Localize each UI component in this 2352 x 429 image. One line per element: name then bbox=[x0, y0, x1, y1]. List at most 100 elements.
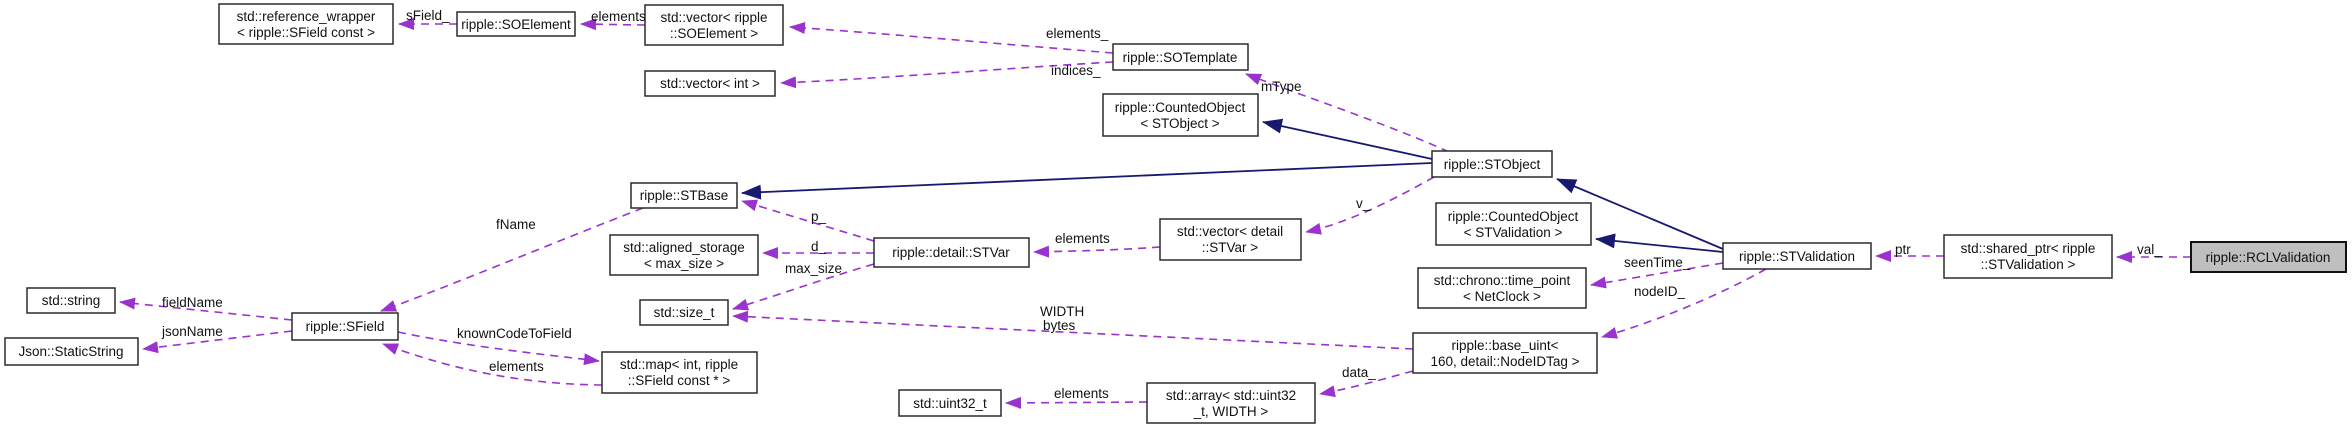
svg-text:ripple::CountedObject[interactable]: ripple::CountedObject bbox=[1115, 100, 1246, 115]
nodes: std::reference_wrapper < ripple::SField … bbox=[4, 3, 2347, 424]
node-counted-object-stvalidation[interactable]: ripple::CountedObject < STValidation > bbox=[1435, 202, 1592, 246]
svg-text:160, detail::NodeIDTag >[interactable]: 160, detail::NodeIDTag > bbox=[1431, 354, 1580, 369]
svg-text:std::map< int, ripple[interactable]: std::map< int, ripple bbox=[620, 357, 738, 372]
node-std-array-uint32[interactable]: std::array< std::uint32 _t, WIDTH > bbox=[1146, 382, 1316, 424]
edges bbox=[119, 18, 2191, 409]
node-std-aligned-storage[interactable]: std::aligned_storage < max_size > bbox=[609, 234, 759, 276]
svg-text:std::string[interactable]: std::string bbox=[42, 293, 101, 308]
svg-text:std::size_t[interactable]: std::size_t bbox=[654, 305, 715, 320]
edge-label-jsonname: jsonName bbox=[161, 324, 223, 339]
node-ripple-sotemplate[interactable]: ripple::SOTemplate bbox=[1112, 43, 1249, 71]
edge-label-elements-map: elements bbox=[489, 359, 544, 374]
svg-text:< STObject >[interactable]: < STObject > bbox=[1140, 116, 1219, 131]
svg-text:ripple::SOTemplate[interactable]: ripple::SOTemplate bbox=[1123, 50, 1238, 65]
svg-text:::SOElement >[interactable]: ::SOElement > bbox=[670, 26, 758, 41]
svg-text:ripple::STBase[interactable]: ripple::STBase bbox=[640, 188, 729, 203]
svg-text:ripple::RCLValidation: ripple::RCLValidation bbox=[2206, 250, 2331, 265]
edge-sotemplate-elements bbox=[789, 22, 1114, 54]
svg-text:std::vector< ripple[interactable]: std::vector< ripple bbox=[661, 10, 768, 25]
edge-map-elements bbox=[382, 343, 603, 386]
svg-text:ripple::STValidation[interactable]: ripple::STValidation bbox=[1739, 249, 1855, 264]
node-std-vector-soelement[interactable]: std::vector< ripple ::SOElement > bbox=[644, 4, 784, 46]
edge-label-seentime-: seenTime_ bbox=[1624, 255, 1691, 270]
edge-label-v-: v_ bbox=[1356, 196, 1371, 211]
svg-text:ripple::detail::STVar[interactable]: ripple::detail::STVar bbox=[892, 245, 1010, 260]
edge-label-nodeid-: nodeID_ bbox=[1634, 284, 1686, 299]
edge-stvar-maxsize bbox=[732, 263, 875, 311]
edge-stvar-p bbox=[741, 199, 875, 242]
edge-label-elements-: elements_ bbox=[1046, 26, 1109, 41]
svg-text:< max_size >[interactable]: < max_size > bbox=[644, 256, 724, 271]
edge-stvalidation-stobject bbox=[1556, 178, 1724, 250]
edge-label-sfield: sField_ bbox=[406, 8, 450, 23]
node-ripple-sfield[interactable]: ripple::SField bbox=[291, 312, 399, 341]
edge-label-elements-soelem: elements bbox=[591, 9, 646, 24]
edge-baseuint-width-bytes bbox=[732, 310, 1414, 350]
edge-stobject-stbase bbox=[741, 162, 1433, 200]
svg-text:std::chrono::time_point[interactable]: std::chrono::time_point bbox=[1434, 273, 1571, 288]
svg-text:ripple::base_uint<[interactable]: ripple::base_uint< bbox=[1452, 338, 1559, 353]
edge-sfield-fieldname bbox=[119, 297, 293, 321]
node-std-vector-stvar[interactable]: std::vector< detail ::STVar > bbox=[1159, 218, 1302, 261]
svg-text:::SField const * >[interactable]: ::SField const * > bbox=[628, 373, 731, 388]
svg-text:Json::StaticString[interactable]: Json::StaticString bbox=[18, 344, 123, 359]
svg-text:std::array< std::uint32[interactable]: std::array< std::uint32 bbox=[1166, 388, 1296, 403]
edge-label-knowncodetofield: knownCodeToField bbox=[457, 326, 572, 341]
svg-text:std::uint32_t[interactable]: std::uint32_t bbox=[913, 396, 987, 411]
edge-label-fname: fName bbox=[496, 217, 536, 232]
edge-label-ptr: ptr bbox=[1895, 242, 1911, 257]
edge-stvalidation-nodeid bbox=[1601, 268, 1767, 339]
svg-text:std::aligned_storage[interactable]: std::aligned_storage bbox=[623, 240, 745, 255]
node-std-shared-ptr[interactable]: std::shared_ptr< ripple ::STValidation > bbox=[1943, 234, 2113, 279]
svg-text:std::vector< int >[interactable]: std::vector< int > bbox=[660, 76, 760, 91]
node-ripple-detail-stvar[interactable]: ripple::detail::STVar bbox=[873, 237, 1030, 268]
svg-text:ripple::SField[interactable]: ripple::SField bbox=[306, 319, 385, 334]
node-ripple-stvalidation[interactable]: ripple::STValidation bbox=[1722, 242, 1872, 270]
edge-labels: sField_ elements elements_ indices_ mTyp… bbox=[161, 8, 2162, 401]
edge-stvalidation-counted bbox=[1595, 233, 1724, 253]
svg-text:_t, WIDTH >[interactable]: _t, WIDTH > bbox=[1193, 404, 1269, 419]
svg-text:< ripple::SField const >[interactable]: < ripple::SField const > bbox=[237, 25, 375, 40]
node-std-chrono-time-point[interactable]: std::chrono::time_point < NetClock > bbox=[1417, 267, 1587, 309]
svg-text:< NetClock >[interactable]: < NetClock > bbox=[1463, 289, 1541, 304]
node-std-map-sfield[interactable]: std::map< int, ripple ::SField const * > bbox=[601, 351, 758, 394]
svg-text:::STVar >[interactable]: ::STVar > bbox=[1202, 240, 1259, 255]
node-std-uint32-t[interactable]: std::uint32_t bbox=[898, 389, 1002, 417]
edge-label-bytes: bytes bbox=[1043, 318, 1076, 333]
edge-label-val-: val_ bbox=[2137, 242, 2162, 257]
node-json-staticstring[interactable]: Json::StaticString bbox=[4, 337, 139, 366]
node-std-size-t[interactable]: std::size_t bbox=[639, 299, 729, 326]
node-ripple-stbase[interactable]: ripple::STBase bbox=[630, 182, 738, 209]
edge-label-data-: data_ bbox=[1342, 365, 1376, 380]
edge-array-elements bbox=[1005, 396, 1148, 409]
edge-label-max-size: max_size bbox=[785, 261, 842, 276]
node-std-vector-int[interactable]: std::vector< int > bbox=[644, 70, 776, 97]
svg-text:ripple::CountedObject[interactable]: ripple::CountedObject bbox=[1448, 209, 1579, 224]
svg-text:ripple::STObject[interactable]: ripple::STObject bbox=[1444, 157, 1541, 172]
edge-label-elements-stvar: elements bbox=[1055, 231, 1110, 246]
edge-vector-stvar-elements bbox=[1033, 245, 1161, 258]
edge-stbase-fname bbox=[380, 207, 644, 312]
edge-label-d-: d_ bbox=[811, 239, 827, 254]
edge-baseuint-data bbox=[1319, 370, 1414, 398]
edge-label-width: WIDTH bbox=[1040, 304, 1084, 319]
svg-text:::STValidation >[interactable]: ::STValidation > bbox=[1981, 257, 2076, 272]
node-ripple-base-uint[interactable]: ripple::base_uint< 160, detail::NodeIDTa… bbox=[1412, 332, 1598, 374]
svg-text:ripple::SOElement[interactable]: ripple::SOElement bbox=[461, 17, 571, 32]
svg-text:std::reference_wrapper[interactable]: std::reference_wrapper bbox=[237, 9, 376, 24]
node-counted-object-stobject[interactable]: ripple::CountedObject < STObject > bbox=[1102, 93, 1259, 137]
node-std-string[interactable]: std::string bbox=[26, 287, 116, 314]
edge-label-elements-uint32: elements bbox=[1054, 386, 1109, 401]
svg-text:std::shared_ptr< ripple[interactable]: std::shared_ptr< ripple bbox=[1961, 241, 2096, 256]
node-ripple-stobject[interactable]: ripple::STObject bbox=[1431, 150, 1553, 178]
node-std-reference-wrapper[interactable]: std::reference_wrapper < ripple::SField … bbox=[218, 3, 394, 45]
edge-sfield-jsonname bbox=[142, 330, 293, 354]
svg-text:< STValidation >[interactable]: < STValidation > bbox=[1464, 225, 1563, 240]
node-ripple-rclvalidation: ripple::RCLValidation bbox=[2190, 241, 2347, 273]
edge-label-p-: p_ bbox=[811, 209, 827, 224]
edge-label-fieldname: fieldName bbox=[162, 295, 223, 310]
node-ripple-soelement[interactable]: ripple::SOElement bbox=[456, 11, 576, 37]
svg-text:std::vector< detail[interactable]: std::vector< detail bbox=[1177, 224, 1283, 239]
